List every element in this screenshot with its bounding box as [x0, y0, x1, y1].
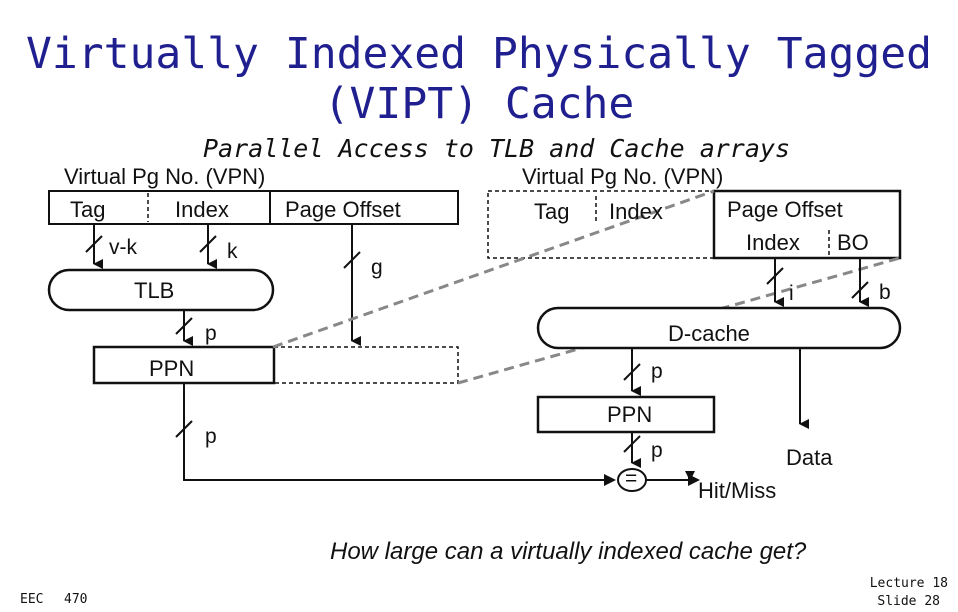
left-ppn-label: PPN	[149, 356, 195, 381]
k-bus-mark	[199, 235, 217, 253]
i-bus-mark	[766, 267, 784, 285]
hitmiss-arrowhead	[688, 474, 700, 486]
dcache-label: D-cache	[668, 321, 750, 346]
right-index-label: Index	[609, 199, 663, 224]
right-bits-p2-label: p	[651, 439, 663, 462]
vk-bus-mark	[85, 235, 103, 253]
bits-g-label: g	[371, 256, 383, 279]
ppn-p-bus-mark	[623, 435, 641, 453]
tlb-p-bus-mark	[175, 317, 193, 335]
projection-upper	[272, 189, 715, 349]
right-tag-label: Tag	[534, 199, 570, 224]
left-va-register	[48, 190, 459, 225]
left-page-offset-label: Page Offset	[285, 197, 401, 222]
bits-vk-label: v-k	[109, 236, 137, 259]
b-bus-mark	[851, 281, 869, 299]
right-page-offset-box	[712, 189, 902, 260]
left-bits-p2-label: p	[205, 425, 217, 448]
slide-title-line2: (VIPT) Cache	[323, 79, 635, 129]
slide-title-line1: Virtually Indexed Physically Tagged	[25, 29, 933, 79]
left-ppn-offset-dashed	[273, 346, 459, 384]
hitmiss-label: Hit/Miss	[698, 478, 777, 503]
footer-slide: Slide 28	[877, 594, 940, 609]
left-ppn-arrowhead	[604, 474, 616, 486]
offset-index-label: Index	[746, 230, 800, 255]
left-ppn-to-comparator-wire	[183, 383, 604, 481]
right-bits-p1-label: p	[651, 360, 663, 383]
question-text: How large can a virtually indexed cache …	[330, 538, 807, 565]
left-vpn-label: Virtual Pg No. (VPN)	[64, 164, 266, 189]
bits-k-label: k	[227, 240, 238, 263]
footer-lecture: Lecture 18	[869, 576, 948, 591]
offset-bo-label: BO	[837, 230, 869, 255]
data-label: Data	[786, 445, 833, 470]
right-page-offset-label: Page Offset	[727, 197, 843, 222]
bits-b-label: b	[879, 281, 891, 304]
left-p-bus-mark	[175, 420, 193, 438]
dcache-box	[536, 306, 902, 350]
comparator-label: =	[625, 467, 638, 490]
g-bus-mark	[343, 251, 361, 269]
right-va-dashed	[487, 190, 901, 259]
dcache-p-bus-mark	[623, 363, 641, 381]
left-index-label: Index	[175, 197, 229, 222]
slide-subtitle: Parallel Access to TLB and Cache arrays	[203, 134, 790, 163]
footer-course-number: 470	[64, 592, 88, 607]
right-ppn-register	[536, 395, 716, 434]
tlb-box	[47, 268, 275, 312]
left-tag-label: Tag	[70, 197, 106, 222]
tlb-label: TLB	[134, 278, 175, 303]
right-vpn-label: Virtual Pg No. (VPN)	[522, 164, 724, 189]
bits-i-label: i	[789, 282, 794, 305]
left-bits-p1-label: p	[205, 322, 217, 345]
right-ppn-label: PPN	[607, 402, 653, 427]
footer-course-name: EEC	[20, 592, 44, 607]
